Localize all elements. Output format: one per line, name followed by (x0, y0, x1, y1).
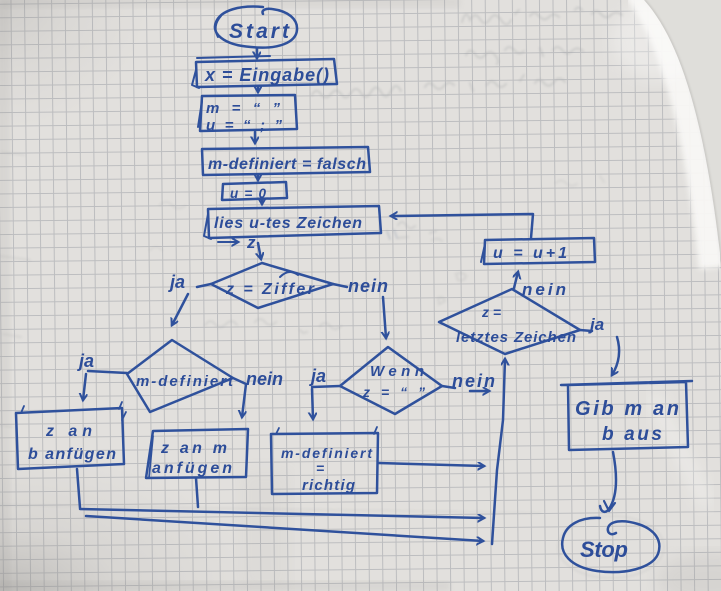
svg-text:Gib m an: Gib m an (575, 398, 679, 420)
svg-text:ja: ja (168, 272, 185, 292)
svg-text:Stop: Stop (580, 537, 628, 562)
svg-text:richtig: richtig (302, 477, 355, 494)
svg-text:b aus: b aus (602, 424, 662, 445)
svg-text:nein: nein (348, 276, 388, 296)
svg-text:lies u-tes Zeichen: lies u-tes Zeichen (214, 215, 362, 232)
svg-text:ja: ja (588, 315, 604, 334)
svg-text:z an: z an (45, 423, 92, 440)
svg-text:ja: ja (309, 366, 326, 386)
svg-text:nein: nein (522, 280, 566, 299)
svg-text:m-definiert = falsch: m-definiert = falsch (208, 156, 366, 173)
svg-text:anfügen: anfügen (152, 460, 232, 477)
svg-text:u = 0: u = 0 (230, 186, 266, 201)
svg-text:z =: z = (481, 304, 501, 320)
svg-text:=: = (316, 460, 324, 476)
svg-text:nein: nein (246, 369, 283, 389)
svg-text:z = Ziffer: z = Ziffer (225, 281, 315, 298)
svg-text:x = Eingabe(): x = Eingabe() (204, 65, 329, 85)
svg-text:letztes Zeichen: letztes Zeichen (456, 329, 576, 346)
svg-text:nein: nein (452, 371, 495, 391)
svg-text:u = “ ; ”: u = “ ; ” (206, 117, 283, 134)
svg-text:z: z (246, 233, 256, 252)
svg-text:ja: ja (77, 351, 94, 371)
